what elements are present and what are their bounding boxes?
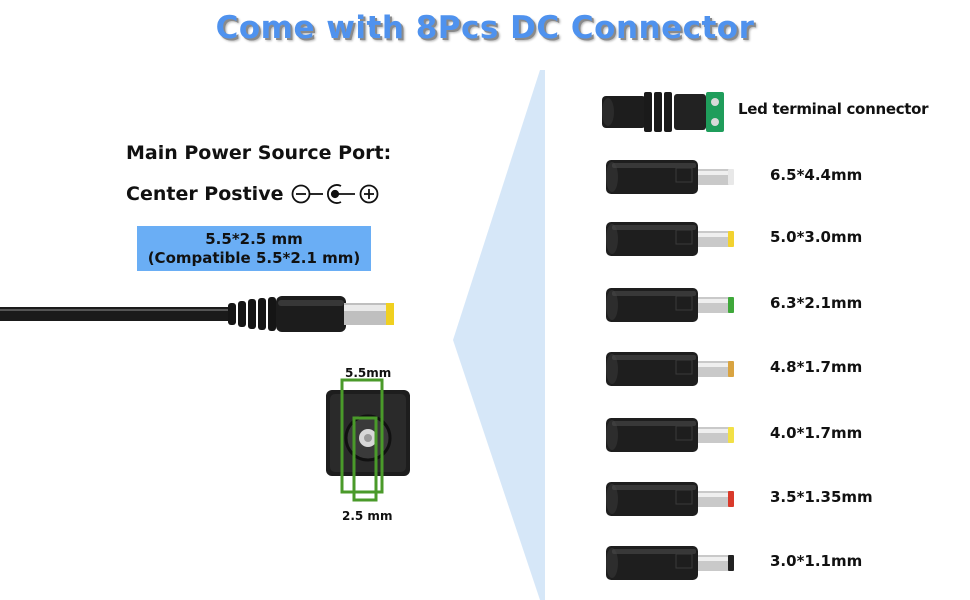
page-title: Come with 8Pcs DC Connector: [215, 10, 755, 46]
connector-size-label: 3.5*1.35mm: [770, 488, 873, 506]
dc-adapter-image: [606, 546, 734, 580]
jack-inner-dimension: 2.5 mm: [342, 509, 393, 523]
dc-adapter-image: [606, 288, 734, 322]
dc-adapter-image: [606, 160, 734, 194]
size-spec-compatible: (Compatible 5.5*2.1 mm): [147, 249, 361, 267]
terminal-connector-image: [602, 92, 724, 132]
projection-shape: [453, 70, 545, 600]
polarity-symbol-icon: [292, 184, 379, 204]
dc-jack-image: [326, 378, 410, 502]
dc-adapter-image: [606, 222, 734, 256]
jack-outer-dimension: 5.5mm: [345, 366, 392, 380]
main-port-label: Main Power Source Port:: [126, 142, 392, 164]
dc-adapter-image: [606, 418, 734, 452]
dc-plug-cable-image: [0, 296, 394, 332]
dc-adapter-image: [606, 482, 734, 516]
terminal-connector-label: Led terminal connector: [738, 100, 929, 118]
connector-size-label: 4.0*1.7mm: [770, 424, 863, 442]
size-spec-box: 5.5*2.5 mm (Compatible 5.5*2.1 mm): [137, 226, 371, 271]
connector-size-label: 3.0*1.1mm: [770, 552, 863, 570]
connector-size-label: 5.0*3.0mm: [770, 228, 863, 246]
polarity-row: Center Postive: [126, 182, 383, 206]
polarity-label: Center Postive: [126, 183, 284, 205]
connector-size-label: 6.3*2.1mm: [770, 294, 863, 312]
dc-adapter-image: [606, 352, 734, 386]
size-spec-main: 5.5*2.5 mm: [205, 230, 303, 248]
connector-size-label: 6.5*4.4mm: [770, 166, 863, 184]
connector-size-label: 4.8*1.7mm: [770, 358, 863, 376]
